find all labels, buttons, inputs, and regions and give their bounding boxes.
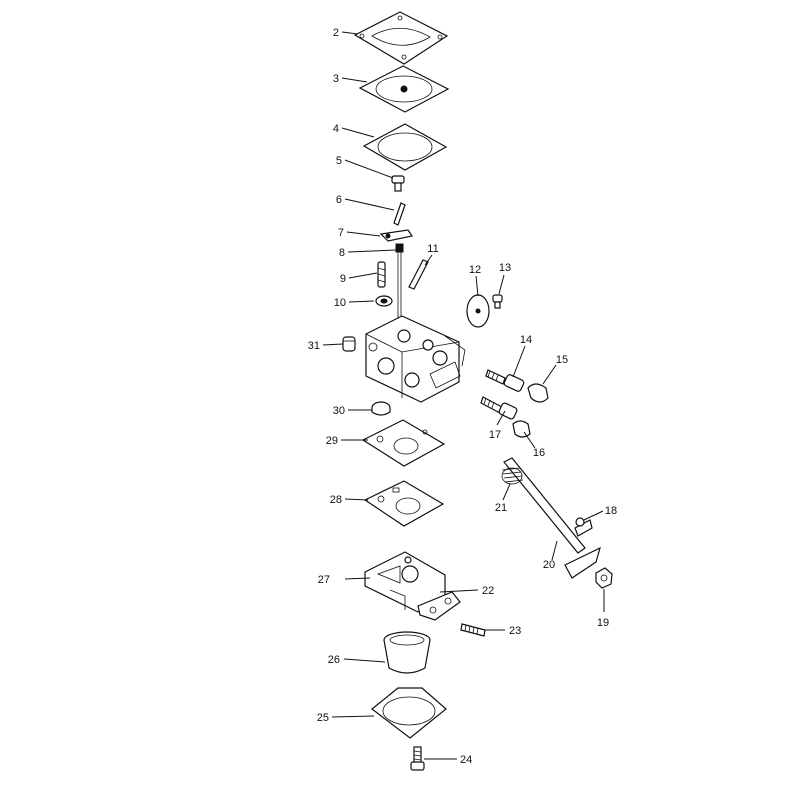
callout-14: 14 xyxy=(520,334,532,346)
carburetor-body xyxy=(365,315,466,403)
part-26-primer-bulb xyxy=(383,631,431,674)
part-16-cap xyxy=(512,420,531,438)
callout-9: 9 xyxy=(340,273,346,285)
callout-27: 27 xyxy=(318,574,330,586)
part-27-pump-cover xyxy=(364,551,461,621)
part-9-spring xyxy=(377,261,386,288)
part-17-needle xyxy=(480,396,518,420)
callout-17: 17 xyxy=(489,429,501,441)
part-5-screw xyxy=(391,175,405,192)
part-18-screw xyxy=(575,517,585,527)
callout-4: 4 xyxy=(333,123,339,135)
part-19-nut xyxy=(595,567,613,589)
callout-26: 26 xyxy=(328,654,340,666)
callout-8: 8 xyxy=(339,247,345,259)
part-7-lever xyxy=(379,229,413,242)
callout-2: 2 xyxy=(333,27,339,39)
callout-25: 25 xyxy=(317,712,329,724)
callout-20: 20 xyxy=(543,559,555,571)
callout-16: 16 xyxy=(533,447,545,459)
part-6-pin xyxy=(393,202,406,226)
part-29-gasket xyxy=(361,419,446,467)
part-21-spring xyxy=(501,467,524,485)
part-15-cap xyxy=(527,383,549,403)
callout-24: 24 xyxy=(460,754,472,766)
callout-22: 22 xyxy=(482,585,494,597)
part-24-screw xyxy=(410,746,425,771)
part-25-flange xyxy=(371,687,447,739)
callout-labels: 2 3 4 5 6 7 8 9 10 11 12 13 14 15 16 17 … xyxy=(308,27,617,766)
callout-21: 21 xyxy=(495,502,507,514)
part-14-needle xyxy=(485,369,525,392)
part-20-shaft xyxy=(503,457,601,579)
callout-5: 5 xyxy=(336,155,342,167)
part-23-screw xyxy=(460,623,486,637)
callout-10: 10 xyxy=(334,297,346,309)
part-30-cap xyxy=(371,401,391,416)
part-8-needle xyxy=(395,243,404,330)
part-12-disc xyxy=(466,294,490,328)
part-28-diaphragm xyxy=(363,480,445,527)
callout-13: 13 xyxy=(499,262,511,274)
callout-15: 15 xyxy=(556,354,568,366)
callout-30: 30 xyxy=(333,405,345,417)
callout-6: 6 xyxy=(336,194,342,206)
callout-23: 23 xyxy=(509,625,521,637)
callout-19: 19 xyxy=(597,617,609,629)
part-3-diaphragm xyxy=(358,65,450,113)
callout-31: 31 xyxy=(308,340,320,352)
callout-12: 12 xyxy=(469,264,481,276)
callout-11: 11 xyxy=(427,243,438,255)
part-11-pin xyxy=(408,259,429,290)
callout-29: 29 xyxy=(326,435,338,447)
callout-28: 28 xyxy=(330,494,342,506)
callout-3: 3 xyxy=(333,73,339,85)
part-13-screw xyxy=(492,294,503,309)
part-31-cap xyxy=(342,336,356,352)
part-10-clip xyxy=(375,295,393,307)
callout-7: 7 xyxy=(338,227,344,239)
callout-18: 18 xyxy=(605,505,617,517)
leader-lines xyxy=(322,31,605,760)
part-2-cover xyxy=(353,11,449,65)
part-4-gasket xyxy=(362,123,448,171)
